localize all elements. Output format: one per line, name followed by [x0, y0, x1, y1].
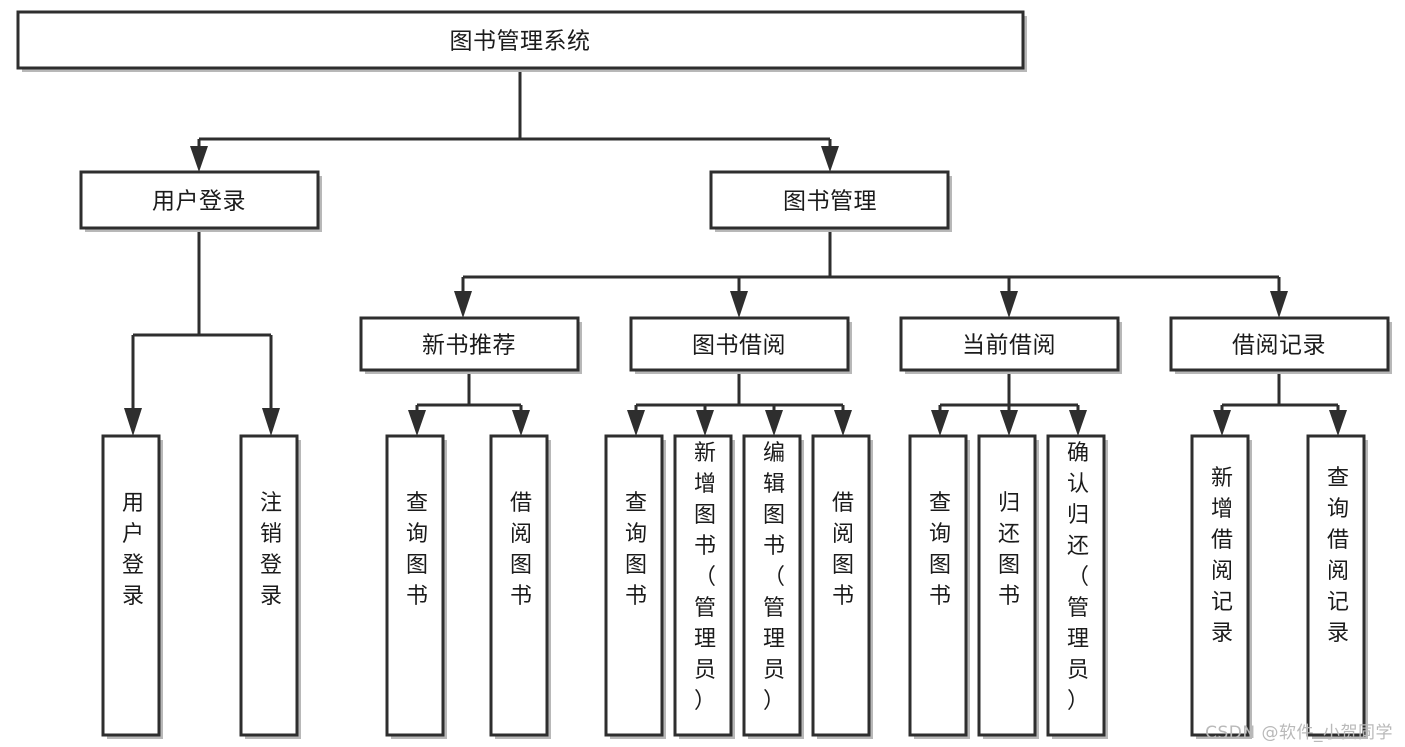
borrow-record-label: 借阅记录	[1232, 333, 1326, 359]
current-borrow-label: 当前借阅	[962, 333, 1056, 359]
current-borrow-box	[899, 316, 1120, 372]
node-leaf-edit-book[interactable]: 编辑图书（管理员）	[742, 434, 804, 739]
leaf-user-login-label: 用户登录	[122, 491, 144, 609]
node-leaf-borrow-book-1[interactable]: 借阅图书	[489, 434, 551, 739]
leaf-query-book-2-label: 查询图书	[625, 491, 647, 609]
arrow-leaf-borrow-book-1	[512, 410, 530, 436]
arrow-leaf-logout	[262, 408, 280, 436]
leaf-borrow-book-2-box	[811, 434, 871, 737]
node-leaf-query-book-3[interactable]: 查询图书	[908, 434, 970, 739]
leaf-query-book-3-label: 查询图书	[929, 491, 951, 609]
node-leaf-user-login[interactable]: 用户登录	[101, 434, 163, 739]
node-leaf-query-book-1[interactable]: 查询图书	[385, 434, 447, 739]
arrow-book-management	[821, 146, 839, 172]
leaf-borrow-book-1-label: 借阅图书	[510, 491, 532, 609]
node-root[interactable]: 图书管理系统	[16, 10, 1027, 72]
watermark-text: CSDN @软件_小贺同学	[1205, 723, 1393, 743]
leaf-confirm-return-label: 确认归还（管理员）	[1067, 441, 1089, 714]
leaf-add-record-label: 新增借阅记录	[1211, 466, 1233, 646]
leaf-query-record-label: 查询借阅记录	[1327, 466, 1349, 646]
arrow-new-book-recommend	[454, 291, 472, 318]
root-box	[16, 10, 1025, 70]
leaf-query-record-box	[1306, 434, 1366, 737]
new-book-recommend-label: 新书推荐	[422, 333, 516, 359]
node-leaf-borrow-book-2[interactable]: 借阅图书	[811, 434, 873, 739]
book-management-label: 图书管理	[783, 189, 877, 215]
leaf-confirm-return-box	[1046, 434, 1106, 737]
node-leaf-return-book[interactable]: 归还图书	[977, 434, 1039, 739]
leaf-add-book-box	[673, 434, 733, 737]
arrow-borrow-record	[1270, 291, 1288, 318]
leaf-edit-book-box	[742, 434, 802, 737]
book-borrow-label: 图书借阅	[692, 333, 786, 359]
leaf-user-login-box	[101, 434, 161, 737]
node-leaf-add-record[interactable]: 新增借阅记录	[1190, 434, 1252, 739]
root-label: 图书管理系统	[450, 29, 591, 55]
node-user-login[interactable]: 用户登录	[79, 170, 322, 232]
leaf-return-book-label: 归还图书	[998, 491, 1020, 609]
leaf-query-book-3-box	[908, 434, 968, 737]
arrow-leaf-query-book-2	[627, 410, 645, 436]
leaf-logout-box	[239, 434, 299, 737]
leaf-return-book-box	[977, 434, 1037, 737]
arrow-leaf-borrow-book-2	[834, 410, 852, 436]
leaf-query-book-1-box	[385, 434, 445, 737]
node-book-management[interactable]: 图书管理	[709, 170, 952, 232]
leaf-add-book-label: 新增图书（管理员）	[694, 441, 716, 714]
leaf-logout-label: 注销登录	[260, 491, 282, 609]
arrow-leaf-add-book	[696, 410, 714, 436]
leaf-add-record-box	[1190, 434, 1250, 737]
user-login-box	[79, 170, 320, 230]
arrow-leaf-user-login	[124, 408, 142, 436]
leaf-query-book-2-box	[604, 434, 664, 737]
node-borrow-record[interactable]: 借阅记录	[1169, 316, 1392, 374]
borrow-record-box	[1169, 316, 1390, 372]
leaf-edit-book-label: 编辑图书（管理员）	[763, 441, 785, 714]
arrow-leaf-add-record	[1213, 410, 1231, 436]
arrow-leaf-return-book	[1000, 410, 1018, 436]
arrow-current-borrow	[1000, 291, 1018, 318]
arrow-user-login	[190, 146, 208, 172]
arrow-leaf-query-record	[1329, 410, 1347, 436]
leaf-query-book-1-label: 查询图书	[406, 491, 428, 609]
node-leaf-query-record[interactable]: 查询借阅记录	[1306, 434, 1368, 739]
node-leaf-query-book-2[interactable]: 查询图书	[604, 434, 666, 739]
leaf-borrow-book-2-label: 借阅图书	[832, 491, 854, 609]
book-management-box	[709, 170, 950, 230]
node-current-borrow[interactable]: 当前借阅	[899, 316, 1122, 374]
arrow-leaf-query-book-1	[408, 410, 426, 436]
user-login-label: 用户登录	[152, 189, 246, 215]
arrow-leaf-confirm-return	[1069, 410, 1087, 436]
node-leaf-logout[interactable]: 注销登录	[239, 434, 301, 739]
leaf-borrow-book-1-box	[489, 434, 549, 737]
arrow-leaf-query-book-3	[931, 410, 949, 436]
arrow-book-borrow	[730, 291, 748, 318]
node-leaf-add-book[interactable]: 新增图书（管理员）	[673, 434, 735, 739]
node-new-book-recommend[interactable]: 新书推荐	[359, 316, 582, 374]
book-borrow-box	[629, 316, 850, 372]
edge-group	[124, 68, 1347, 436]
node-book-borrow[interactable]: 图书借阅	[629, 316, 852, 374]
new-book-recommend-box	[359, 316, 580, 372]
arrow-leaf-edit-book	[765, 410, 783, 436]
node-leaf-confirm-return[interactable]: 确认归还（管理员）	[1046, 434, 1108, 739]
